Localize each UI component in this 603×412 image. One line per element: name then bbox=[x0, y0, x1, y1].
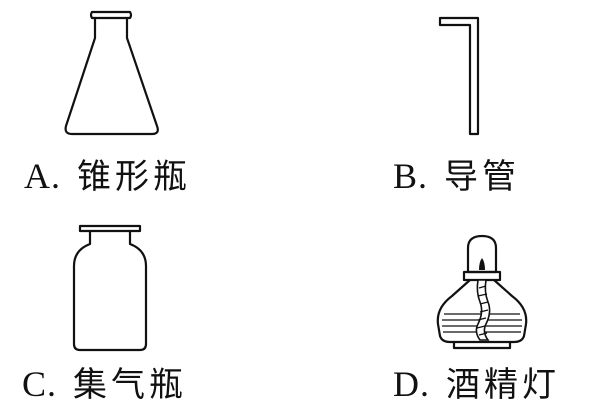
caption-b: B. 导管 bbox=[393, 156, 520, 197]
option-name: 酒精灯 bbox=[446, 365, 560, 405]
gas-jar-figure bbox=[68, 222, 158, 354]
option-letter: B. bbox=[393, 156, 429, 196]
option-name: 锥形瓶 bbox=[77, 157, 191, 197]
conical-flask-icon bbox=[64, 10, 159, 136]
bent-tube-figure bbox=[432, 14, 492, 139]
option-name: 导管 bbox=[444, 157, 521, 197]
bent-tube-icon bbox=[438, 16, 480, 136]
alcohol-lamp-figure bbox=[430, 232, 540, 352]
gas-jar-icon bbox=[72, 224, 148, 352]
caption-c: C. 集气瓶 bbox=[22, 364, 187, 405]
option-letter: A. bbox=[24, 156, 61, 196]
option-letter: D. bbox=[393, 364, 430, 404]
caption-a: A. 锥形瓶 bbox=[24, 156, 191, 197]
caption-d: D. 酒精灯 bbox=[393, 364, 560, 405]
conical-flask-figure bbox=[60, 8, 170, 138]
option-name: 集气瓶 bbox=[73, 365, 188, 405]
option-letter: C. bbox=[22, 364, 58, 404]
alcohol-lamp-icon bbox=[436, 234, 528, 350]
